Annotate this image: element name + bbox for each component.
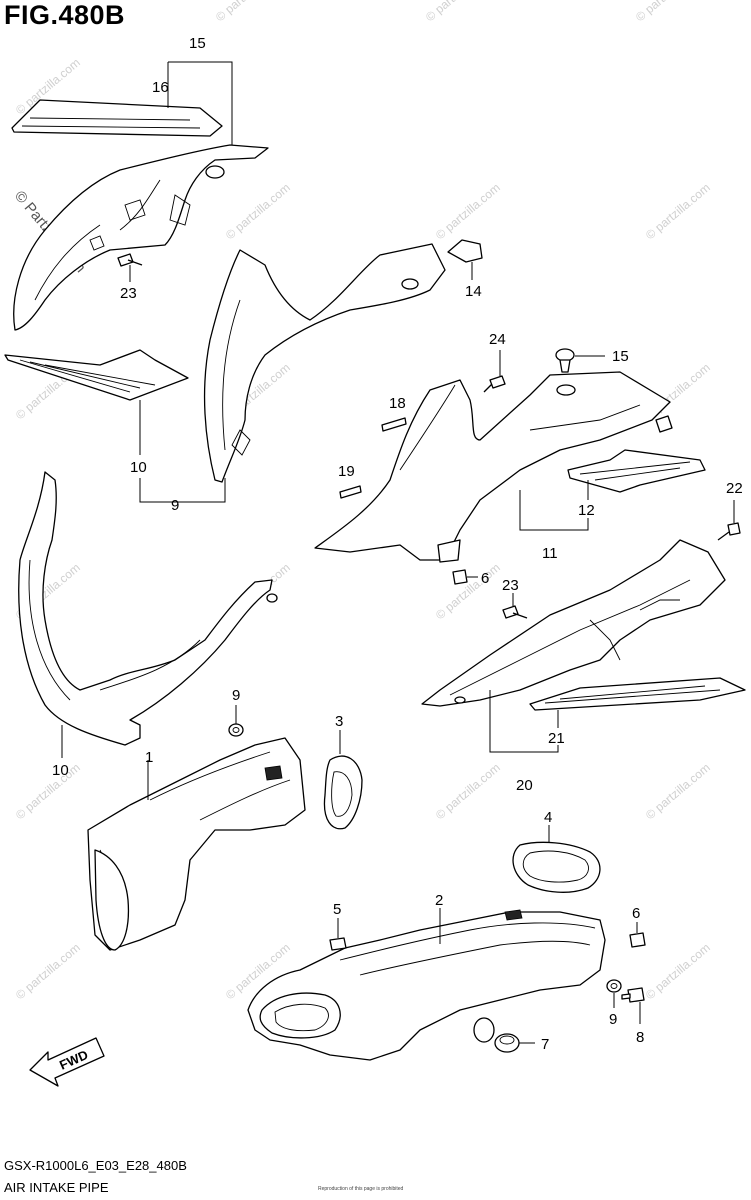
part-19-stripe[interactable] (11, 99, 223, 137)
figure-name: AIR INTAKE PIPE (4, 1180, 109, 1195)
part-1-air-intake-pipe[interactable] (87, 737, 306, 951)
part-10-duct-frame[interactable] (18, 471, 278, 746)
part-6-nut[interactable] (629, 932, 646, 948)
watermark: © partzilla.com (13, 760, 83, 822)
label-14[interactable]: 12 (578, 502, 595, 519)
watermark: © partzilla.com (433, 560, 503, 622)
part-9-washer[interactable] (228, 723, 244, 737)
label-22[interactable]: 22 (726, 480, 743, 497)
part-7-grommet[interactable] (494, 1033, 520, 1053)
part-4-seal-ring[interactable] (512, 841, 601, 893)
watermark: © partzilla.com (433, 180, 503, 242)
part-5-nut[interactable] (329, 937, 347, 951)
label-15[interactable]: 19 (338, 463, 355, 480)
part-number-labels: 15 16 23 14 24 15 18 19 10 9 12 11 22 6 … (52, 35, 743, 1053)
label-3[interactable]: 3 (335, 713, 343, 730)
label-13[interactable]: 11 (542, 545, 558, 562)
watermark: © partzilla.com (13, 940, 83, 1002)
part-16-sticker[interactable] (447, 239, 483, 263)
label-18[interactable]: 15 (189, 35, 206, 52)
label-4[interactable]: 4 (544, 809, 552, 826)
copyright-note: Reproduction of this page is prohibited (318, 1186, 404, 1192)
label-12[interactable]: 10 (130, 459, 147, 476)
part-18-side-cowl[interactable] (13, 144, 269, 331)
leader-lines (61, 61, 735, 1044)
part-20-lower-panel[interactable] (421, 539, 726, 707)
label-24[interactable]: 24 (489, 331, 506, 348)
label-6[interactable]: 6 (632, 905, 640, 922)
label-17[interactable]: 15 (612, 348, 629, 365)
label-6[interactable]: 6 (481, 570, 489, 587)
part-9-washer[interactable] (606, 979, 622, 993)
watermark: © partzilla.com (643, 760, 713, 822)
part-15-sticker[interactable] (381, 417, 407, 432)
watermark: © partzilla.com (223, 180, 293, 242)
part-2-air-intake-pipe[interactable] (247, 909, 606, 1061)
part-23-screw[interactable] (502, 605, 528, 619)
label-16[interactable]: 14 (465, 283, 482, 300)
watermark: © partzilla.com (423, 0, 493, 24)
watermark: © partzilla.com (213, 0, 283, 24)
label-8[interactable]: 8 (636, 1029, 644, 1046)
label-9[interactable]: 9 (609, 1011, 617, 1028)
label-7[interactable]: 7 (541, 1036, 549, 1053)
label-11[interactable]: 9 (171, 497, 179, 514)
watermark: © partzilla.com (643, 940, 713, 1002)
label-23[interactable]: 23 (120, 285, 137, 302)
label-5[interactable]: 5 (333, 901, 341, 918)
label-1[interactable]: 1 (145, 749, 153, 766)
watermark: © partzilla.com (433, 760, 503, 822)
figure-title: FIG.480B (4, 0, 126, 30)
part-13-under-cowl[interactable] (314, 371, 673, 563)
label-23[interactable]: 23 (502, 577, 519, 594)
label-10[interactable]: 10 (52, 762, 69, 779)
fwd-arrow-icon: FWD (29, 1037, 105, 1087)
part-11-inner-panel[interactable] (203, 243, 446, 483)
label-21[interactable]: 21 (548, 730, 565, 747)
label-19[interactable]: 16 (152, 79, 169, 96)
part-6-nut[interactable] (452, 569, 468, 585)
part-23-screw[interactable] (117, 253, 143, 267)
part-8-bolt[interactable] (621, 987, 645, 1003)
label-2[interactable]: 2 (435, 892, 443, 909)
part-15-sticker[interactable] (339, 485, 362, 499)
part-14-stripe[interactable] (567, 449, 706, 493)
part-3-seal[interactable] (323, 755, 363, 830)
label-20[interactable]: 20 (516, 777, 533, 794)
label-15[interactable]: 18 (389, 395, 406, 412)
part-17-clip[interactable] (555, 348, 575, 373)
part-22-screw[interactable] (717, 522, 741, 541)
part-24-screw[interactable] (483, 375, 506, 393)
watermark: © partzilla.com (643, 180, 713, 242)
part-21-stripe[interactable] (529, 677, 746, 711)
label-9[interactable]: 9 (232, 687, 240, 704)
part-12-stripe[interactable] (4, 349, 189, 401)
figure-code: GSX-R1000L6_E03_E28_480B (4, 1158, 187, 1173)
watermark: © partzilla.com (633, 0, 703, 24)
